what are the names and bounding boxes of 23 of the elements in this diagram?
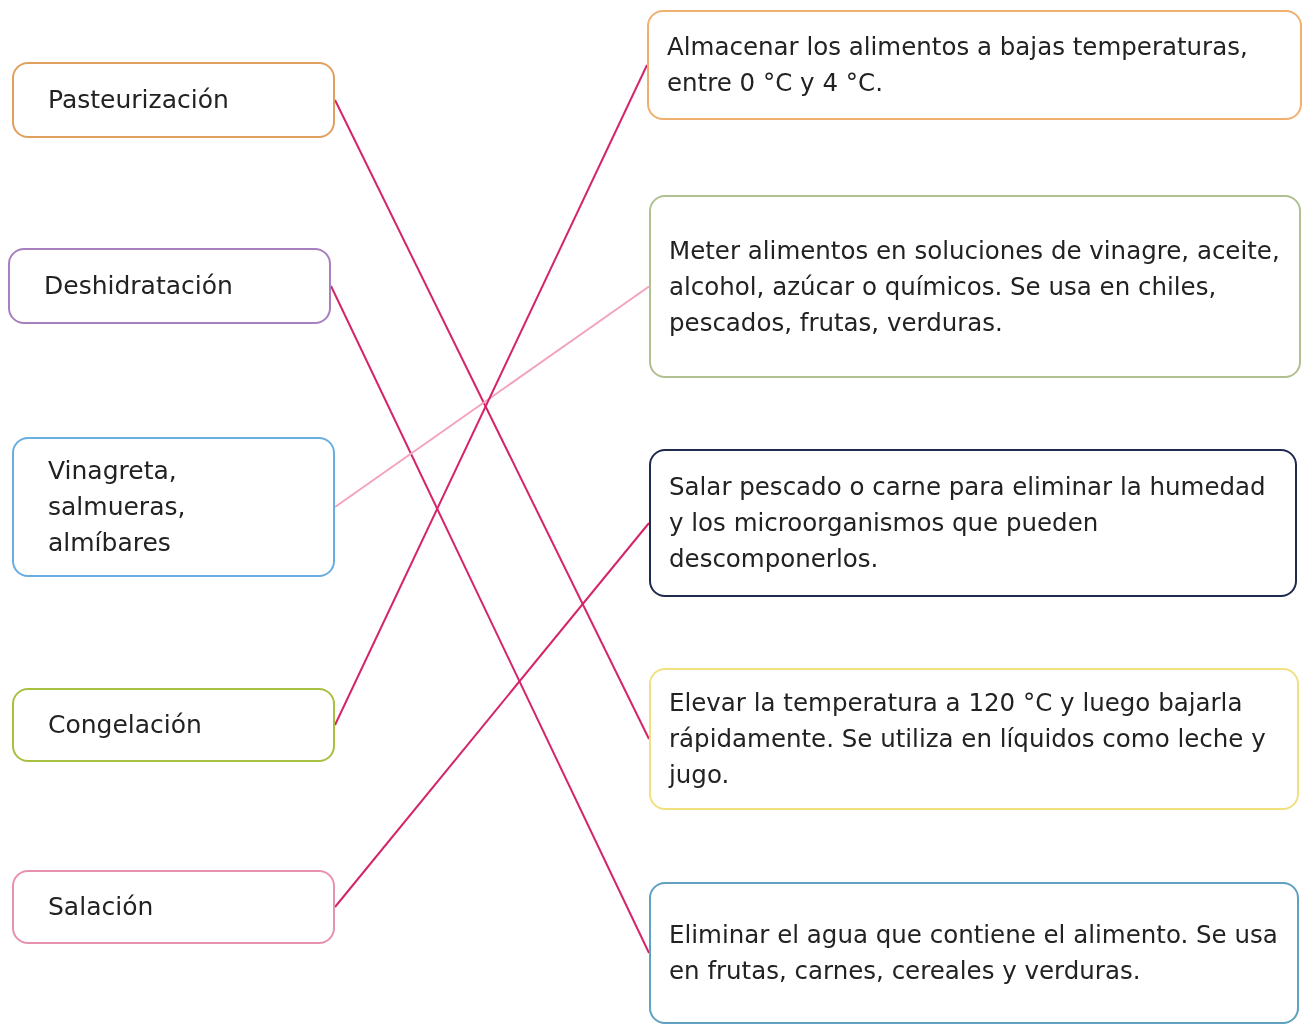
method-box — [12, 62, 335, 138]
box-text: Almacenar los alimentos a bajas temperaturas, entre 0 °C y 4 °C. — [667, 31, 1249, 99]
description-box — [649, 668, 1299, 810]
box-text: Eliminar el agua que contiene el alimento. Se usa en frutas, carnes, cereales y verduras. — [669, 919, 1279, 987]
box-text: Vinagreta, salmueras, almíbares — [48, 455, 187, 559]
method-box — [12, 437, 335, 577]
description-box — [649, 882, 1299, 1024]
matching-line — [334, 285, 650, 508]
matching-line — [330, 285, 650, 954]
box-text: Deshidratación — [44, 270, 233, 302]
description-box — [649, 195, 1301, 378]
box-text: Congelación — [48, 709, 202, 741]
description-box — [647, 10, 1302, 120]
box-text: Pasteurización — [48, 84, 229, 116]
description-box — [649, 449, 1297, 597]
box-text: Elevar la temperatura a 120 °C y luego bajarla rápidamente. Se utiliza en líquidos como leche y jugo. — [669, 687, 1267, 791]
box-text: Salación — [48, 891, 154, 923]
box-text: Salar pescado o carne para eliminar la humedad y los microorganismos que pueden descomponerlos. — [669, 471, 1267, 575]
method-box — [12, 688, 335, 762]
method-box — [8, 248, 331, 324]
method-box — [12, 870, 335, 944]
matching-line — [334, 522, 650, 908]
box-text: Meter alimentos en soluciones de vinagre, aceite, alcohol, azúcar o químicos. Se usa en chiles, pescados, frutas, verduras. — [669, 234, 1281, 339]
